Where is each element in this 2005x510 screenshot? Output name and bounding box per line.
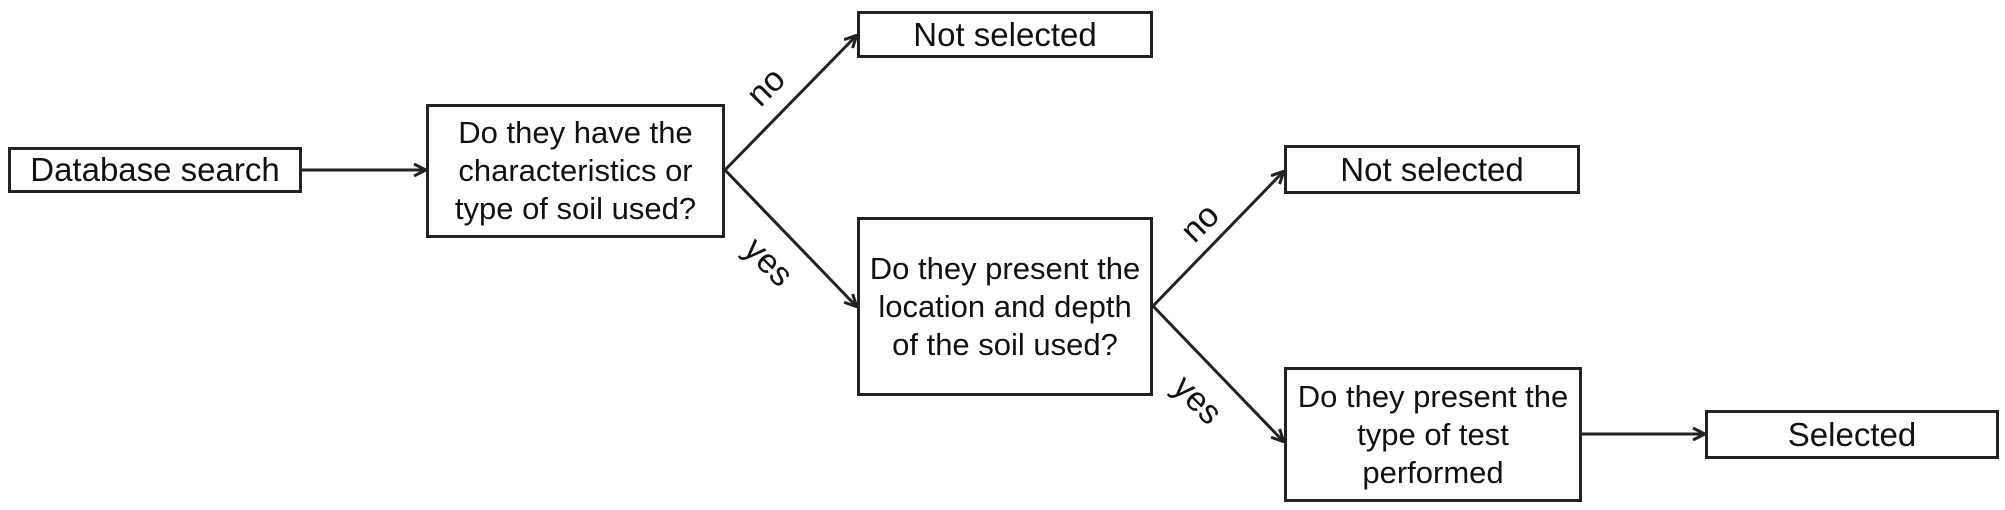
database-search-box: Database search [8, 147, 302, 193]
location-depth-question-box: Do they present the location and depth o… [857, 217, 1153, 396]
database-search-label: Database search [30, 151, 280, 188]
soil-characteristics-question-label: Do they have the characteristics or type… [454, 115, 697, 226]
arrow-soil-question-no [723, 36, 856, 172]
arrow-location-question-no [1151, 172, 1283, 308]
not-selected-label-2: Not selected [1340, 150, 1524, 188]
test-type-question-label: Do they present the type of test perform… [1297, 378, 1569, 490]
location-depth-question-label: Do they present the location and depth o… [869, 250, 1141, 362]
not-selected-label-1: Not selected [913, 15, 1097, 53]
arrow-location-question-yes [1151, 304, 1283, 441]
test-type-question-box: Do they present the type of test perform… [1284, 367, 1582, 502]
soil-characteristics-question-box: Do they have the characteristics or type… [426, 104, 725, 238]
not-selected-box-1: Not selected [857, 11, 1153, 58]
not-selected-box-2: Not selected [1284, 145, 1580, 194]
selected-label: Selected [1787, 415, 1917, 453]
selected-box: Selected [1705, 410, 1999, 459]
arrow-soil-question-yes [723, 168, 856, 306]
